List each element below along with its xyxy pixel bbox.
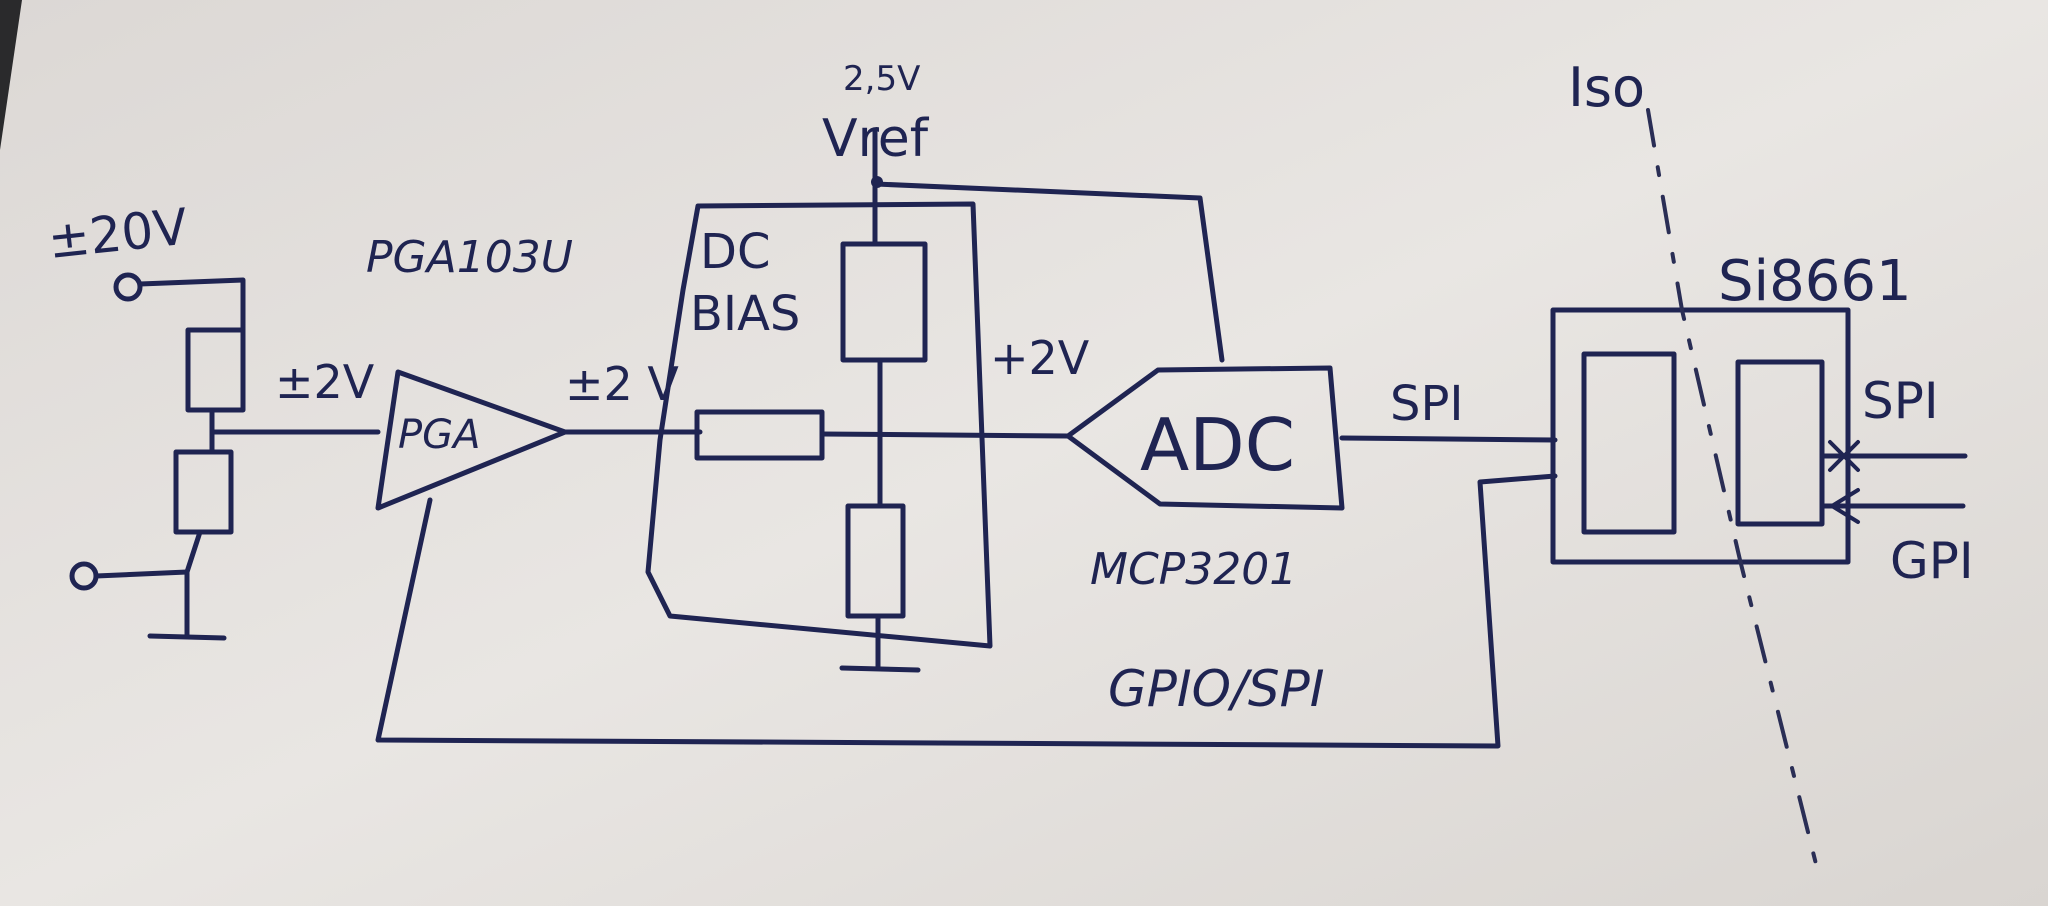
iso-label: Iso — [1568, 56, 1645, 119]
isolator-side-b — [1735, 359, 1825, 527]
isolation-barrier — [1646, 108, 1822, 882]
input-terminal — [113, 272, 143, 302]
dc-bias-network — [645, 127, 1225, 673]
pga-label: PGA — [398, 412, 480, 458]
bias-resistor-top — [840, 241, 928, 363]
vref-voltage-label: 2,5V — [843, 59, 920, 99]
divider-resistor-bottom — [173, 449, 234, 535]
dc-bias-label-line1: DC — [700, 224, 770, 280]
spi-right-label: SPI — [1862, 372, 1939, 430]
isolator-part-label: Si8661 — [1718, 249, 1912, 314]
input-divider — [69, 272, 381, 641]
adc-label: ADC — [1140, 403, 1295, 487]
adc-block — [1065, 365, 1558, 511]
vref-node — [871, 176, 883, 188]
ground-symbol-bias — [839, 665, 921, 673]
divider-resistor-top — [185, 327, 246, 413]
pga-input-voltage-label: ±2V — [275, 355, 375, 409]
isolator-block — [1550, 108, 1968, 882]
spi-left-label: SPI — [1390, 376, 1464, 432]
ground-symbol-input — [147, 633, 227, 641]
pga-part-label: PGA103U — [366, 232, 573, 283]
gpio-spi-label: GPIO/SPI — [1108, 660, 1324, 718]
dc-bias-label-line2: BIAS — [690, 286, 800, 342]
vref-label: Vref — [822, 109, 930, 169]
adc-input-voltage-label: +2V — [990, 331, 1090, 385]
adc-part-label: MCP3201 — [1090, 544, 1297, 595]
gpi-right-label: GPI — [1890, 532, 1974, 590]
isolator-outline — [1550, 307, 1851, 565]
isolator-side-a — [1581, 351, 1677, 535]
pga-output-voltage-label: ±2 V — [565, 357, 679, 411]
